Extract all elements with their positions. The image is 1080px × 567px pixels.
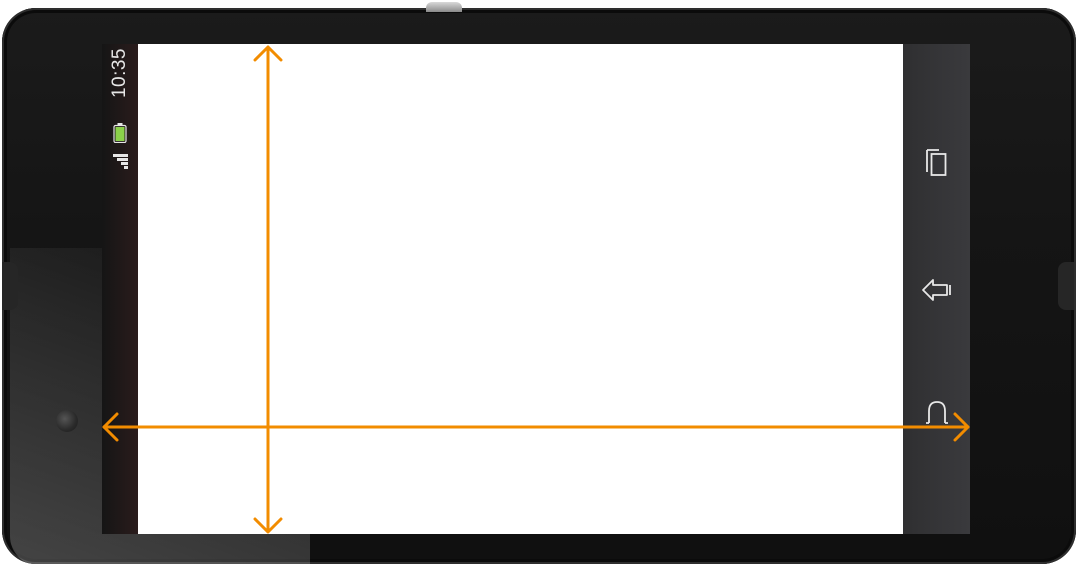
back-button[interactable] bbox=[917, 270, 957, 310]
status-bar: 10:35 bbox=[102, 44, 138, 534]
home-icon bbox=[926, 401, 948, 424]
status-bar-content: 10:35 bbox=[102, 44, 138, 534]
side-key-left bbox=[2, 262, 18, 310]
signal-bars-icon bbox=[113, 154, 128, 169]
status-time: 10:35 bbox=[109, 48, 130, 99]
recent-apps-button[interactable] bbox=[917, 142, 957, 182]
app-content-area[interactable] bbox=[138, 44, 903, 534]
power-button[interactable] bbox=[426, 2, 462, 12]
side-key-right bbox=[1058, 262, 1074, 310]
back-arrow-icon bbox=[922, 279, 951, 301]
front-camera bbox=[56, 410, 78, 432]
recent-apps-icon bbox=[926, 149, 947, 176]
battery-icon bbox=[113, 123, 127, 143]
home-button[interactable] bbox=[917, 394, 957, 434]
navigation-bar bbox=[903, 44, 970, 534]
